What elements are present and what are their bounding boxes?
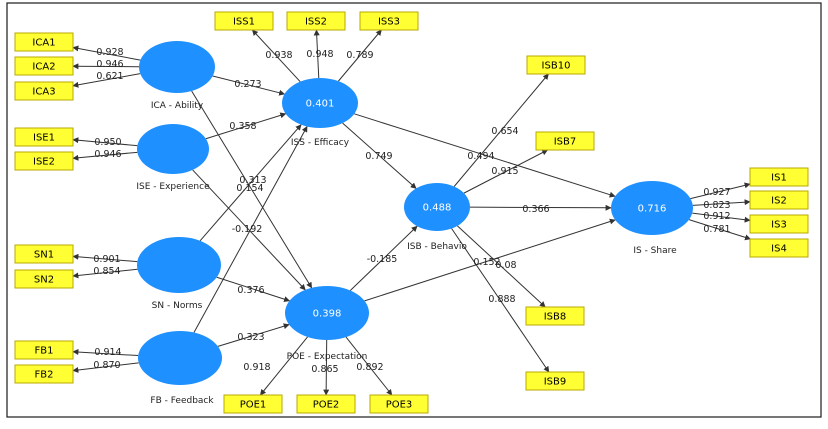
path-coefficient-sn-iss: 0.313 (239, 175, 266, 186)
loading-value-ise2: 0.946 (94, 149, 121, 160)
loading-value-isb10: 0.654 (491, 126, 518, 137)
loading-value-isb9: 0.888 (488, 294, 515, 305)
construct-r2-iss: 0.401 (306, 99, 335, 110)
indicator-label-ica2: ICA2 (32, 62, 55, 73)
indicator-label-fb1: FB1 (35, 346, 54, 357)
indicator-label-is3: IS3 (771, 220, 787, 231)
indicator-label-ica3: ICA3 (32, 87, 55, 98)
construct-label-ica: ICA - Ability (151, 101, 204, 111)
indicator-label-ise2: ISE2 (33, 157, 55, 168)
indicator-label-sn2: SN2 (34, 275, 54, 286)
loading-value-ise1: 0.950 (94, 137, 121, 148)
path-coefficient-ica-iss: 0.273 (234, 79, 261, 90)
loading-value-is1: 0.927 (703, 187, 730, 198)
construct-label-iss: ISS - Efficacy (291, 138, 350, 148)
construct-label-sn: SN - Norms (152, 301, 203, 311)
indicator-label-isb10: ISB10 (542, 61, 571, 72)
construct-label-poe: POE - Expectation (287, 352, 368, 362)
loading-value-iss2: 0.948 (306, 49, 333, 60)
path-coefficient-poe-isb: -0.185 (367, 254, 398, 265)
path-coefficient-isb-is: 0.366 (522, 204, 549, 215)
loading-value-poe3: 0.892 (356, 362, 383, 373)
indicator-label-isb7: ISB7 (554, 137, 577, 148)
loading-value-is4: 0.781 (703, 224, 730, 235)
path-coefficient-ise-iss: 0.358 (229, 121, 256, 132)
construct-r2-poe: 0.398 (313, 309, 342, 320)
indicator-label-iss3: ISS3 (378, 17, 400, 28)
loading-value-ica1: 0.928 (96, 47, 123, 58)
indicator-label-poe3: POE3 (386, 400, 413, 411)
construct-label-isb: ISB - Behavio (407, 242, 467, 252)
indicator-label-is4: IS4 (771, 244, 787, 255)
loading-value-ica2: 0.946 (96, 59, 123, 70)
indicator-label-is2: IS2 (771, 196, 787, 207)
loading-value-is3: 0.912 (703, 211, 730, 222)
loading-value-poe1: 0.918 (243, 362, 270, 373)
path-coefficient-fb-poe: 0.323 (237, 332, 264, 343)
loading-value-isb8: 0.08 (495, 260, 516, 271)
indicator-label-iss1: ISS1 (233, 17, 255, 28)
indicator-label-poe2: POE2 (313, 400, 340, 411)
path-coefficient-ise-poe: -0.192 (232, 224, 263, 235)
loading-value-fb2: 0.870 (93, 360, 120, 371)
construct-label-is: IS - Share (633, 246, 677, 256)
loading-value-is2: 0.823 (703, 200, 730, 211)
construct-ica[interactable] (139, 41, 215, 93)
path-coefficient-sn-poe: 0.376 (237, 285, 264, 296)
construct-label-ise: ISE - Experience (136, 182, 210, 192)
indicator-label-is1: IS1 (771, 173, 787, 184)
construct-sn[interactable] (137, 237, 221, 293)
indicator-label-poe1: POE1 (240, 400, 267, 411)
indicator-label-ica1: ICA1 (32, 38, 55, 49)
indicator-label-ise1: ISE1 (33, 133, 55, 144)
loading-value-iss1: 0.938 (265, 50, 292, 61)
loading-value-fb1: 0.914 (94, 347, 121, 358)
indicator-label-iss2: ISS2 (305, 17, 327, 28)
indicator-label-sn1: SN1 (34, 250, 54, 261)
construct-r2-isb: 0.488 (423, 203, 452, 214)
loading-value-sn1: 0.901 (93, 254, 120, 265)
construct-ise[interactable] (137, 124, 209, 174)
loading-value-poe2: 0.865 (311, 364, 338, 375)
loading-value-ica3: 0.621 (96, 71, 123, 82)
construct-fb[interactable] (138, 331, 222, 385)
indicator-label-fb2: FB2 (35, 370, 54, 381)
loading-value-iss3: 0.789 (346, 50, 373, 61)
path-coefficient-iss-isb: 0.749 (365, 151, 392, 162)
indicator-label-isb9: ISB9 (544, 377, 567, 388)
construct-r2-is: 0.716 (638, 204, 667, 215)
construct-label-fb: FB - Feedback (150, 396, 214, 406)
indicator-label-isb8: ISB8 (544, 312, 567, 323)
nodes-layer (15, 12, 808, 413)
loading-value-sn2: 0.854 (93, 266, 120, 277)
loading-value-isb7: 0.915 (491, 166, 518, 177)
path-coefficient-iss-is: 0.494 (467, 151, 494, 162)
